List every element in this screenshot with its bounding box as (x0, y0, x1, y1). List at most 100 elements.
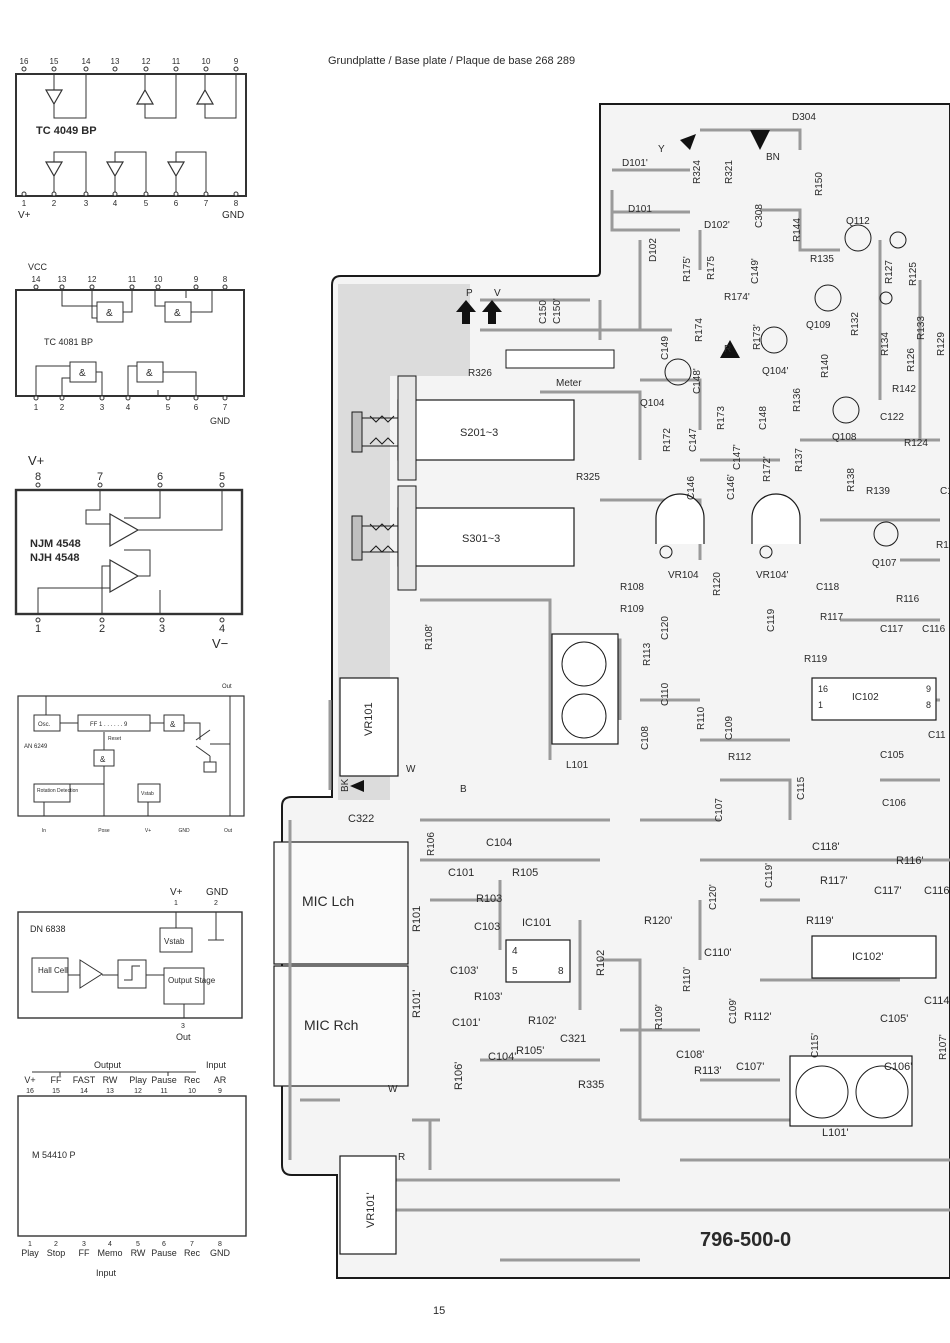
label-text: 13 (106, 1088, 114, 1095)
label-text: 5 (144, 199, 149, 208)
label-text: C146 (686, 476, 697, 500)
label-text: 7 (223, 403, 228, 412)
pin-dot (21, 191, 27, 197)
label-text: V+ (145, 828, 151, 834)
vr104-trimmer[interactable] (655, 493, 705, 544)
copper-traces (288, 128, 950, 1262)
label-text: R129 (936, 332, 947, 356)
label-text: R112 (728, 752, 752, 763)
label-text: 12 (142, 57, 151, 66)
label-text: 16 (818, 684, 828, 694)
spring-icon (369, 415, 395, 445)
ic-an-out-top: Out (222, 684, 232, 690)
label-text: C115' (810, 1033, 821, 1058)
pin-dot (165, 395, 171, 401)
pin-dot (112, 191, 118, 197)
label-text: VR101 (363, 702, 375, 736)
pin-dot (233, 191, 239, 197)
switch-s301[interactable] (351, 485, 575, 591)
label-text: C119' (764, 863, 775, 888)
label-text: W (406, 764, 416, 775)
label-text: 6 (157, 471, 163, 483)
label-text: 2 (54, 1241, 58, 1248)
label-text: C321 (560, 1033, 586, 1045)
label-text: R101' (411, 990, 423, 1018)
label-text: C116' (924, 885, 950, 897)
label-text: R120 (712, 572, 723, 596)
vr104p-trimmer[interactable] (751, 493, 801, 544)
label-text: C108 (640, 726, 651, 750)
label-text: Q104' (762, 366, 788, 377)
label-text: 16 (20, 57, 29, 66)
label-text: C114 (924, 995, 949, 1007)
label-text: IC101 (522, 917, 551, 929)
label-text: 11 (172, 57, 181, 66)
ic-dn-out: Out (176, 1032, 191, 1042)
label-text: R109 (620, 604, 644, 615)
pin-dot (125, 395, 131, 401)
pin-dot (112, 66, 118, 72)
label-text: R116 (896, 594, 920, 605)
pin-dot (173, 66, 179, 72)
label-text: R326 (468, 368, 492, 379)
ic-dn-label: DN 6838 (30, 924, 66, 934)
label-text: C118' (812, 841, 840, 853)
opamp-icon (109, 558, 140, 594)
pin-dot (59, 284, 65, 290)
label-text: R325 (576, 472, 600, 483)
label-text: R150 (814, 172, 825, 196)
label-text: R (398, 1152, 405, 1163)
label-text: R175 (706, 256, 717, 280)
label-text: R174' (724, 292, 750, 303)
label-text: R134 (880, 332, 891, 356)
vr101p-pot[interactable] (339, 1155, 397, 1255)
label-text: C115 (796, 776, 807, 800)
label-text: FAST (73, 1075, 96, 1085)
label-text: R174 (694, 318, 705, 342)
ic-4081-vcc: VCC (28, 262, 48, 272)
pin-dot (143, 66, 149, 72)
label-text: R126 (906, 348, 917, 372)
label-text: GND (178, 828, 190, 834)
label-text: R110 (696, 706, 707, 730)
label-text: 10 (154, 275, 163, 284)
switch-s201[interactable] (351, 375, 575, 481)
label-text: 16 (26, 1088, 34, 1095)
pin-dot (35, 617, 41, 623)
label-text: R172' (762, 456, 773, 482)
label-text: 10 (202, 57, 211, 66)
label-text: Rec (184, 1075, 201, 1085)
l101-coil (551, 633, 619, 745)
label-text: R112' (744, 1011, 772, 1023)
label-text: C103 (474, 921, 500, 933)
pin-dot (51, 66, 57, 72)
hall-cell-block: Hall Cell (38, 966, 68, 975)
label-text: 6 (162, 1241, 166, 1248)
label-text: C118 (816, 582, 840, 593)
label-text: R116' (896, 855, 924, 867)
label-text: R119 (804, 654, 828, 665)
label-text: C146' (726, 474, 737, 500)
ic-m-input-bottom: Input (96, 1268, 117, 1278)
label-text: R125 (908, 262, 919, 286)
vr101-pot[interactable] (339, 677, 399, 777)
label-text: S301~3 (462, 533, 500, 545)
label-text: C106' (884, 1061, 912, 1073)
label-text: Q109 (806, 320, 831, 331)
inverter-icon (105, 161, 125, 178)
label-text: R108' (424, 624, 435, 650)
label-text: R139 (866, 486, 890, 497)
amplifier-icon (79, 959, 103, 989)
label-text: Q108 (832, 432, 857, 443)
schmitt-icon (124, 965, 140, 981)
pin-dot (143, 191, 149, 197)
label-text: 4 (113, 199, 118, 208)
vstab-block: Vstab (141, 791, 154, 797)
